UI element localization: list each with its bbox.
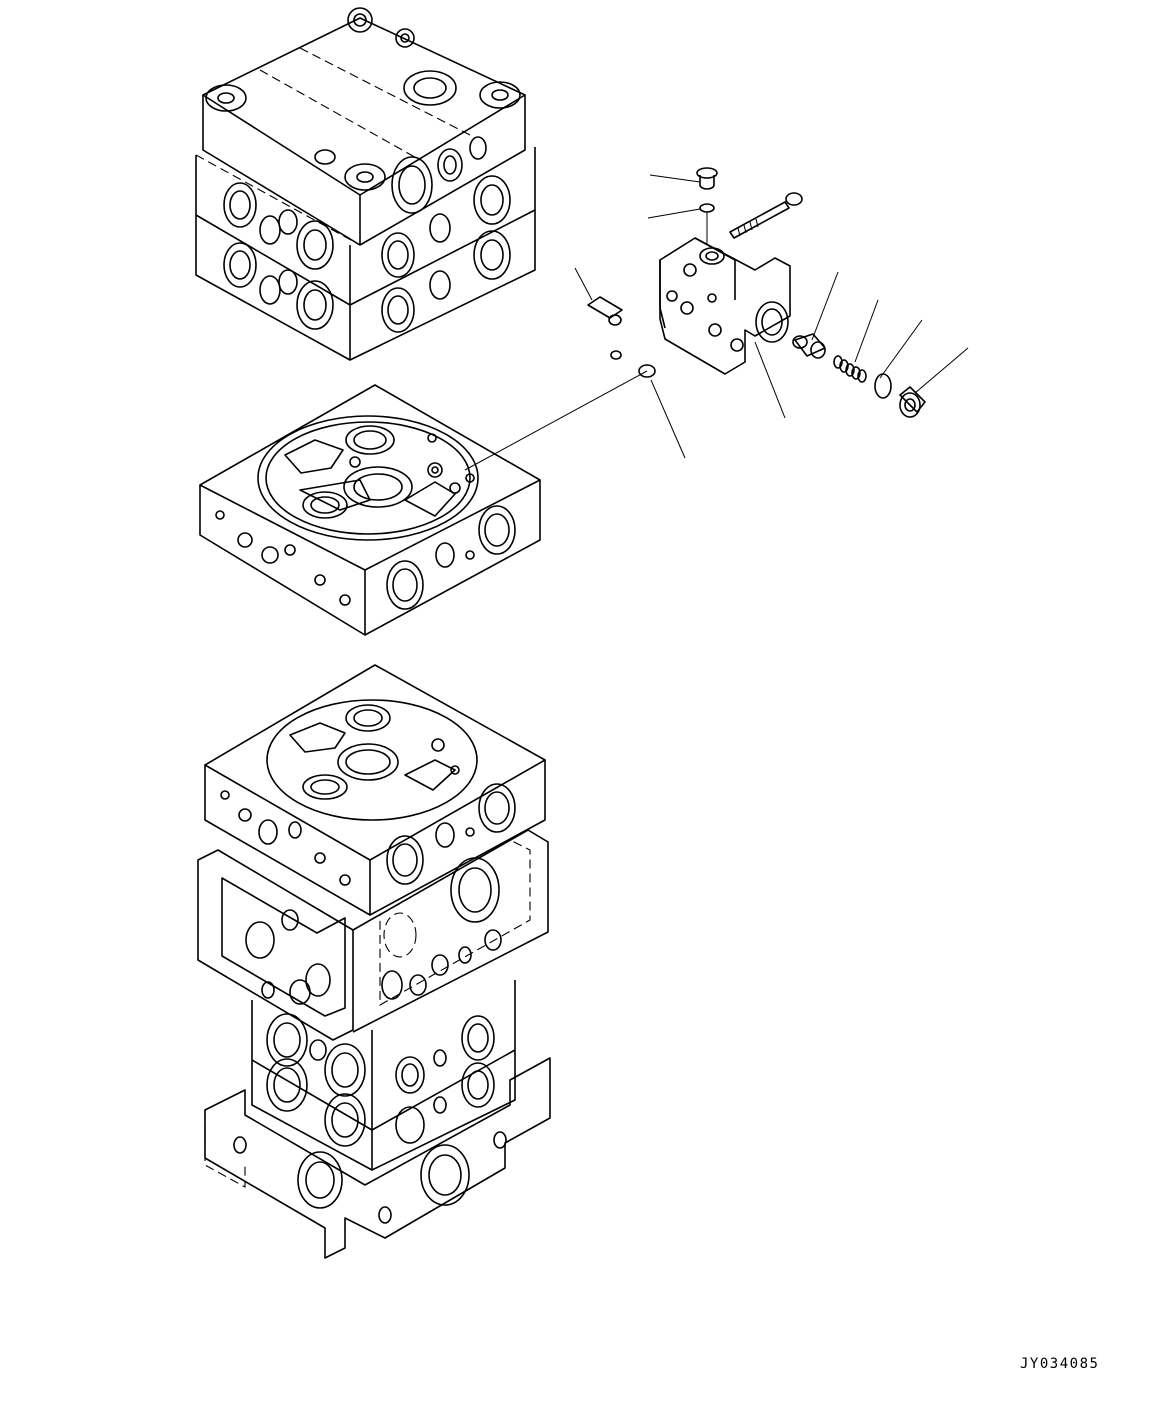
- upper-valve-block: [196, 8, 535, 360]
- lower-valve-stack: [198, 665, 550, 1258]
- drawing-code: JY034085: [1020, 1356, 1100, 1372]
- plug: [697, 168, 717, 189]
- bolt: [730, 193, 802, 238]
- leader-lines: [465, 175, 968, 470]
- spring: [834, 356, 866, 382]
- spool: [793, 334, 825, 358]
- o-ring-cap: [875, 374, 891, 398]
- seal-set: [588, 297, 622, 359]
- o-ring-small: [700, 204, 714, 212]
- valve-housing: [660, 238, 790, 374]
- middle-valve-section: [200, 385, 540, 635]
- cap-plug: [900, 387, 925, 417]
- o-ring-mating: [639, 365, 655, 377]
